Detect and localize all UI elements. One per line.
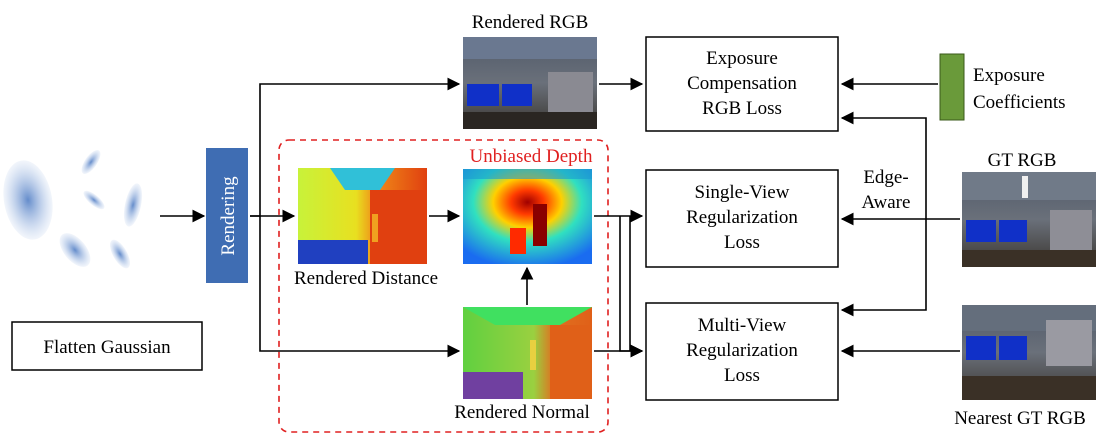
rendered-rgb-label: Rendered RGB [472,12,589,33]
exposure-loss-line1: Exposure [706,48,778,69]
exposure-coefficients-line1: Exposure [973,65,1045,86]
edge-aware-line2: Aware [862,192,911,213]
gaussian-blobs [3,150,143,269]
flatten-gaussian-label: Flatten Gaussian [43,337,171,358]
rendering-block [206,148,248,283]
arrow-depth-to-multi-view [619,216,644,358]
rendered-normal-image [463,307,592,399]
exposure-loss-box [645,36,839,132]
gt-rgb-label: GT RGB [988,150,1057,171]
arrow-rendering-to-normal [259,216,461,358]
gaussian-blob [81,150,101,174]
unbiased-depth-label: Unbiased Depth [470,146,593,167]
exposure-coefficients-block [939,53,965,121]
rendering-label: Rendering [218,176,239,256]
single-view-loss-line3: Loss [724,232,760,253]
multi-view-loss-box [645,302,839,401]
exposure-loss-line3: RGB Loss [702,98,782,119]
rendered-distance-label: Rendered Distance [294,268,438,289]
gaussian-blob [59,233,91,267]
single-view-loss-line1: Single-View [695,182,790,203]
rendered-rgb-image [463,37,597,129]
nearest-gt-rgb-image [962,305,1096,400]
single-view-loss-line2: Regularization [686,207,798,228]
rendered-normal-label: Rendered Normal [454,402,590,423]
unbiased-depth-image [463,169,592,264]
single-view-loss-box [645,169,839,268]
multi-view-loss-line2: Regularization [686,340,798,361]
exposure-loss-line2: Compensation [687,73,797,94]
arrow-gt-to-exposure-loss [840,111,927,219]
unbiased-depth-group-box [278,139,609,433]
edge-aware-line1: Edge- [863,167,908,188]
flatten-gaussian-box [11,321,203,371]
nearest-gt-rgb-label: Nearest GT RGB [954,408,1086,429]
gaussian-blob [123,183,143,227]
rendered-distance-image [298,168,427,264]
multi-view-loss-line3: Loss [724,365,760,386]
multi-view-loss-line1: Multi-View [698,315,787,336]
gaussian-blob [109,239,131,269]
gaussian-blob [3,160,53,240]
gt-rgb-image [962,172,1096,267]
exposure-coefficients-line2: Coefficients [973,92,1066,113]
gaussian-blob [83,190,105,210]
arrow-gt-to-multi-view [840,219,927,317]
